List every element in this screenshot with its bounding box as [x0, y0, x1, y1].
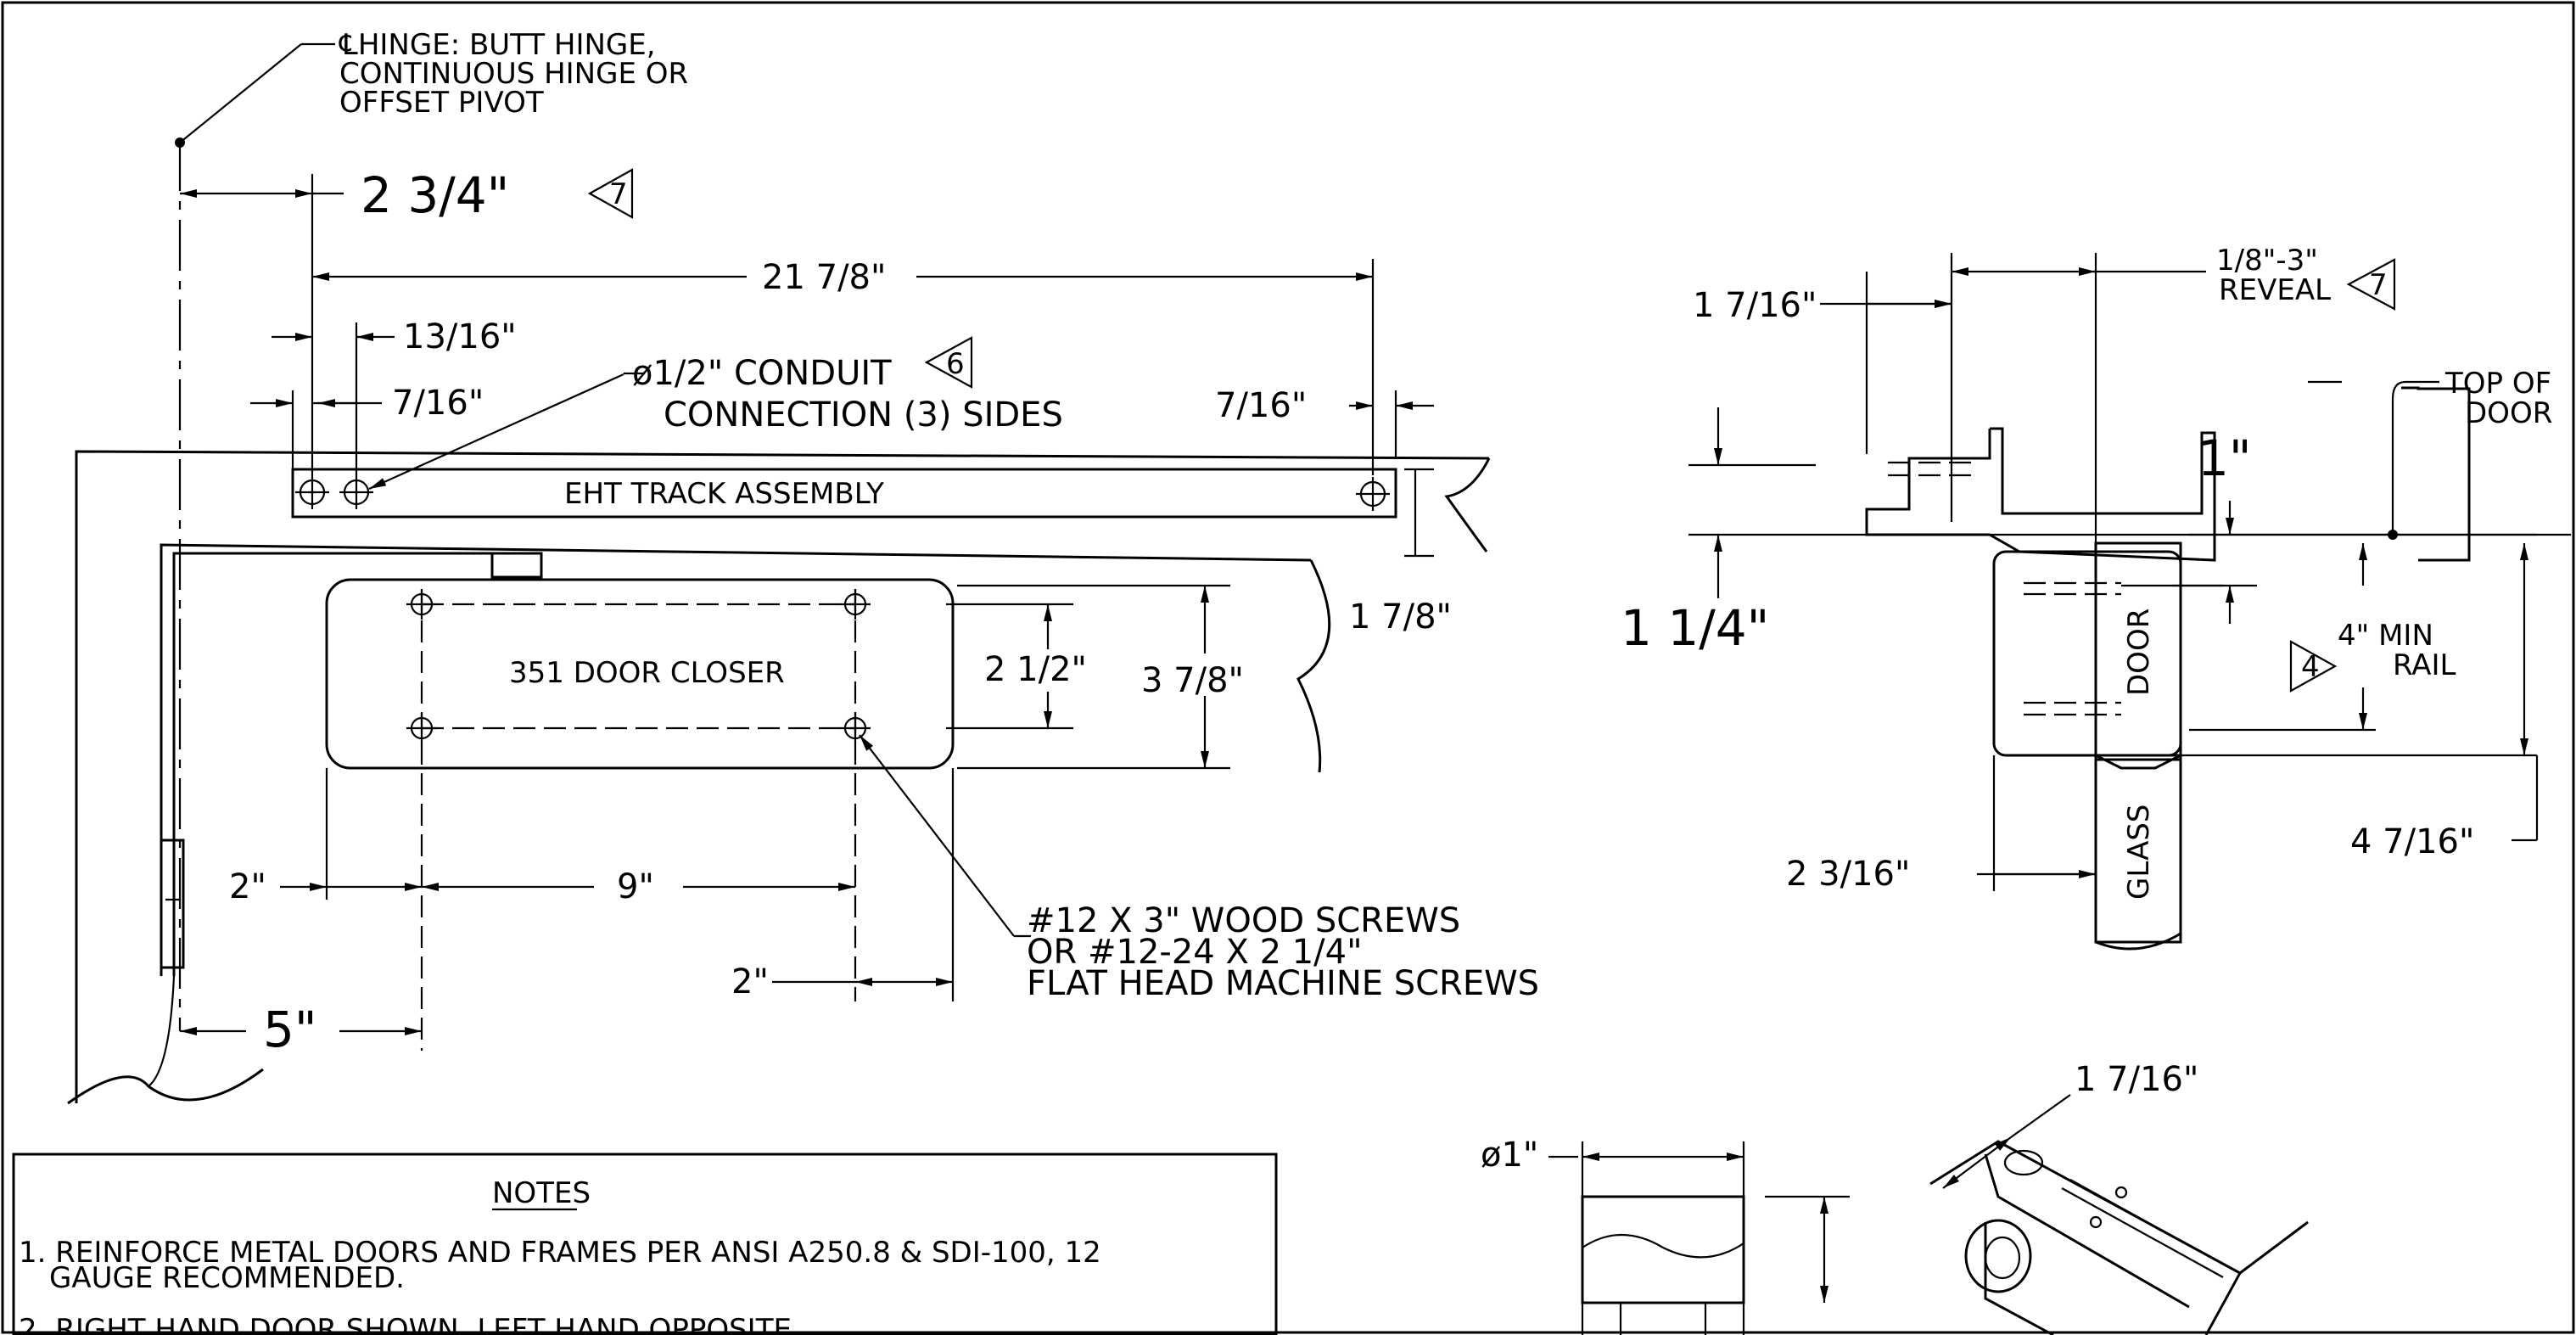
min-rail-line-1: 4" MIN — [2338, 619, 2433, 653]
hinge-note-line-1: ℄HINGE: BUTT HINGE, — [339, 28, 656, 62]
hinge-note-line-3: OFFSET PIVOT — [339, 86, 544, 120]
dim-2-bottom: 2" — [731, 962, 769, 1001]
hinge-knuckle — [160, 839, 185, 969]
conduit-hole-3 — [1356, 477, 1390, 511]
notes-box: NOTES 1. REINFORCE METAL DOORS AND FRAME… — [12, 1153, 1278, 1335]
mount-hole-4 — [840, 713, 871, 743]
detail-dim-dia-1: ø1" — [1481, 1136, 1538, 1175]
top-of-door-line-2: DOOR — [2465, 396, 2552, 430]
dim-13-16: 13/16" — [403, 317, 517, 356]
sec-dim-1: 1" — [2198, 429, 2252, 487]
detail-isometric-closer: 1 7/16" — [1929, 1060, 2309, 1335]
dim-3-7-8: 3 7/8" — [1141, 661, 1244, 700]
sec-dim-4-7-16: 4 7/16" — [2350, 822, 2474, 861]
sec-dim-1-1-4: 1 1/4" — [1621, 599, 1769, 657]
mount-hole-2 — [840, 589, 871, 620]
door-closer-body — [325, 578, 955, 770]
flag-reveal-triangle — [2346, 258, 2396, 311]
glass-pane — [2094, 754, 2182, 944]
conduit-note-line-1: ø1/2" CONDUIT — [632, 354, 892, 393]
detail-conduit-fitting: ø1" — [1481, 1136, 1850, 1335]
note-1-line-2: GAUGE RECOMMENDED. — [49, 1261, 405, 1295]
screws-note-line-3: FLAT HEAD MACHINE SCREWS — [1027, 964, 1539, 1003]
dim-track-height: 1 7/8" — [1349, 597, 1452, 637]
door-stile — [2094, 541, 2182, 761]
dim-2-left: 2" — [229, 867, 266, 906]
sec-dim-2-3-16: 2 3/16" — [1786, 855, 1910, 894]
screws-note-line-1: #12 X 3" WOOD SCREWS — [1027, 901, 1460, 940]
closer-label: 351 DOOR CLOSER — [509, 656, 785, 690]
section-view: 1 7/16" 1/8"-3" REVEAL 7 1 1/4" 1" TOP O… — [1621, 244, 2571, 951]
hinge-leader-dot — [175, 137, 185, 148]
flag-rail: 4 — [2301, 650, 2320, 684]
mount-hole-3 — [406, 713, 437, 743]
min-rail-line-2: RAIL — [2393, 648, 2456, 682]
conduit-note-line-2: CONNECTION (3) SIDES — [664, 395, 1063, 435]
flag-hinge-offset: 7 — [609, 177, 628, 211]
track-profile — [1865, 427, 2216, 562]
glass-label: GLASS — [2122, 805, 2156, 900]
flag-reveal: 7 — [2369, 268, 2388, 302]
top-of-door-line-1: TOP OF — [2444, 367, 2551, 401]
reveal-note-line-2: REVEAL — [2219, 273, 2331, 307]
flag-rail-triangle — [2289, 640, 2338, 693]
flag-conduit-triangle — [924, 336, 973, 389]
frame-outline — [75, 450, 1490, 1103]
dim-track-length: 21 7/8" — [762, 258, 886, 297]
sec-dim-1-7-16: 1 7/16" — [1693, 286, 1817, 325]
dim-2-1-2: 2 1/2" — [984, 650, 1087, 689]
track-label: EHT TRACK ASSEMBLY — [564, 477, 884, 511]
conduit-hole-2 — [339, 475, 373, 509]
track-assembly — [291, 468, 1397, 519]
dim-hinge-offset: 2 3/4" — [361, 166, 509, 224]
note-2: 2. RIGHT HAND DOOR SHOWN, LEFT HAND OPPO… — [19, 1313, 801, 1335]
mount-hole-1 — [406, 589, 437, 620]
door-label: DOOR — [2122, 609, 2156, 696]
flag-conduit: 6 — [946, 347, 965, 381]
dim-5: 5" — [263, 1001, 317, 1058]
screws-note-line-2: OR #12-24 X 2 1/4" — [1027, 933, 1363, 972]
conduit-hole-1 — [295, 475, 329, 509]
flag-hinge-offset-triangle — [587, 168, 634, 219]
dim-7-16-left: 7/16" — [392, 384, 484, 423]
note-1-line-1: 1. REINFORCE METAL DOORS AND FRAMES PER … — [19, 1236, 1101, 1270]
detail-dim-1-7-16: 1 7/16" — [2075, 1060, 2198, 1099]
reveal-note-line-1: 1/8"-3" — [2216, 244, 2318, 278]
dim-9: 9" — [617, 867, 654, 906]
hinge-note-line-2: CONTINUOUS HINGE OR — [339, 57, 688, 91]
arm-hub — [490, 552, 543, 579]
dim-7-16-right: 7/16" — [1215, 386, 1307, 425]
plan-view: ℄HINGE: BUTT HINGE, CONTINUOUS HINGE OR … — [67, 28, 1539, 1105]
hinge-leader — [179, 43, 302, 143]
notes-title: NOTES — [492, 1176, 591, 1210]
